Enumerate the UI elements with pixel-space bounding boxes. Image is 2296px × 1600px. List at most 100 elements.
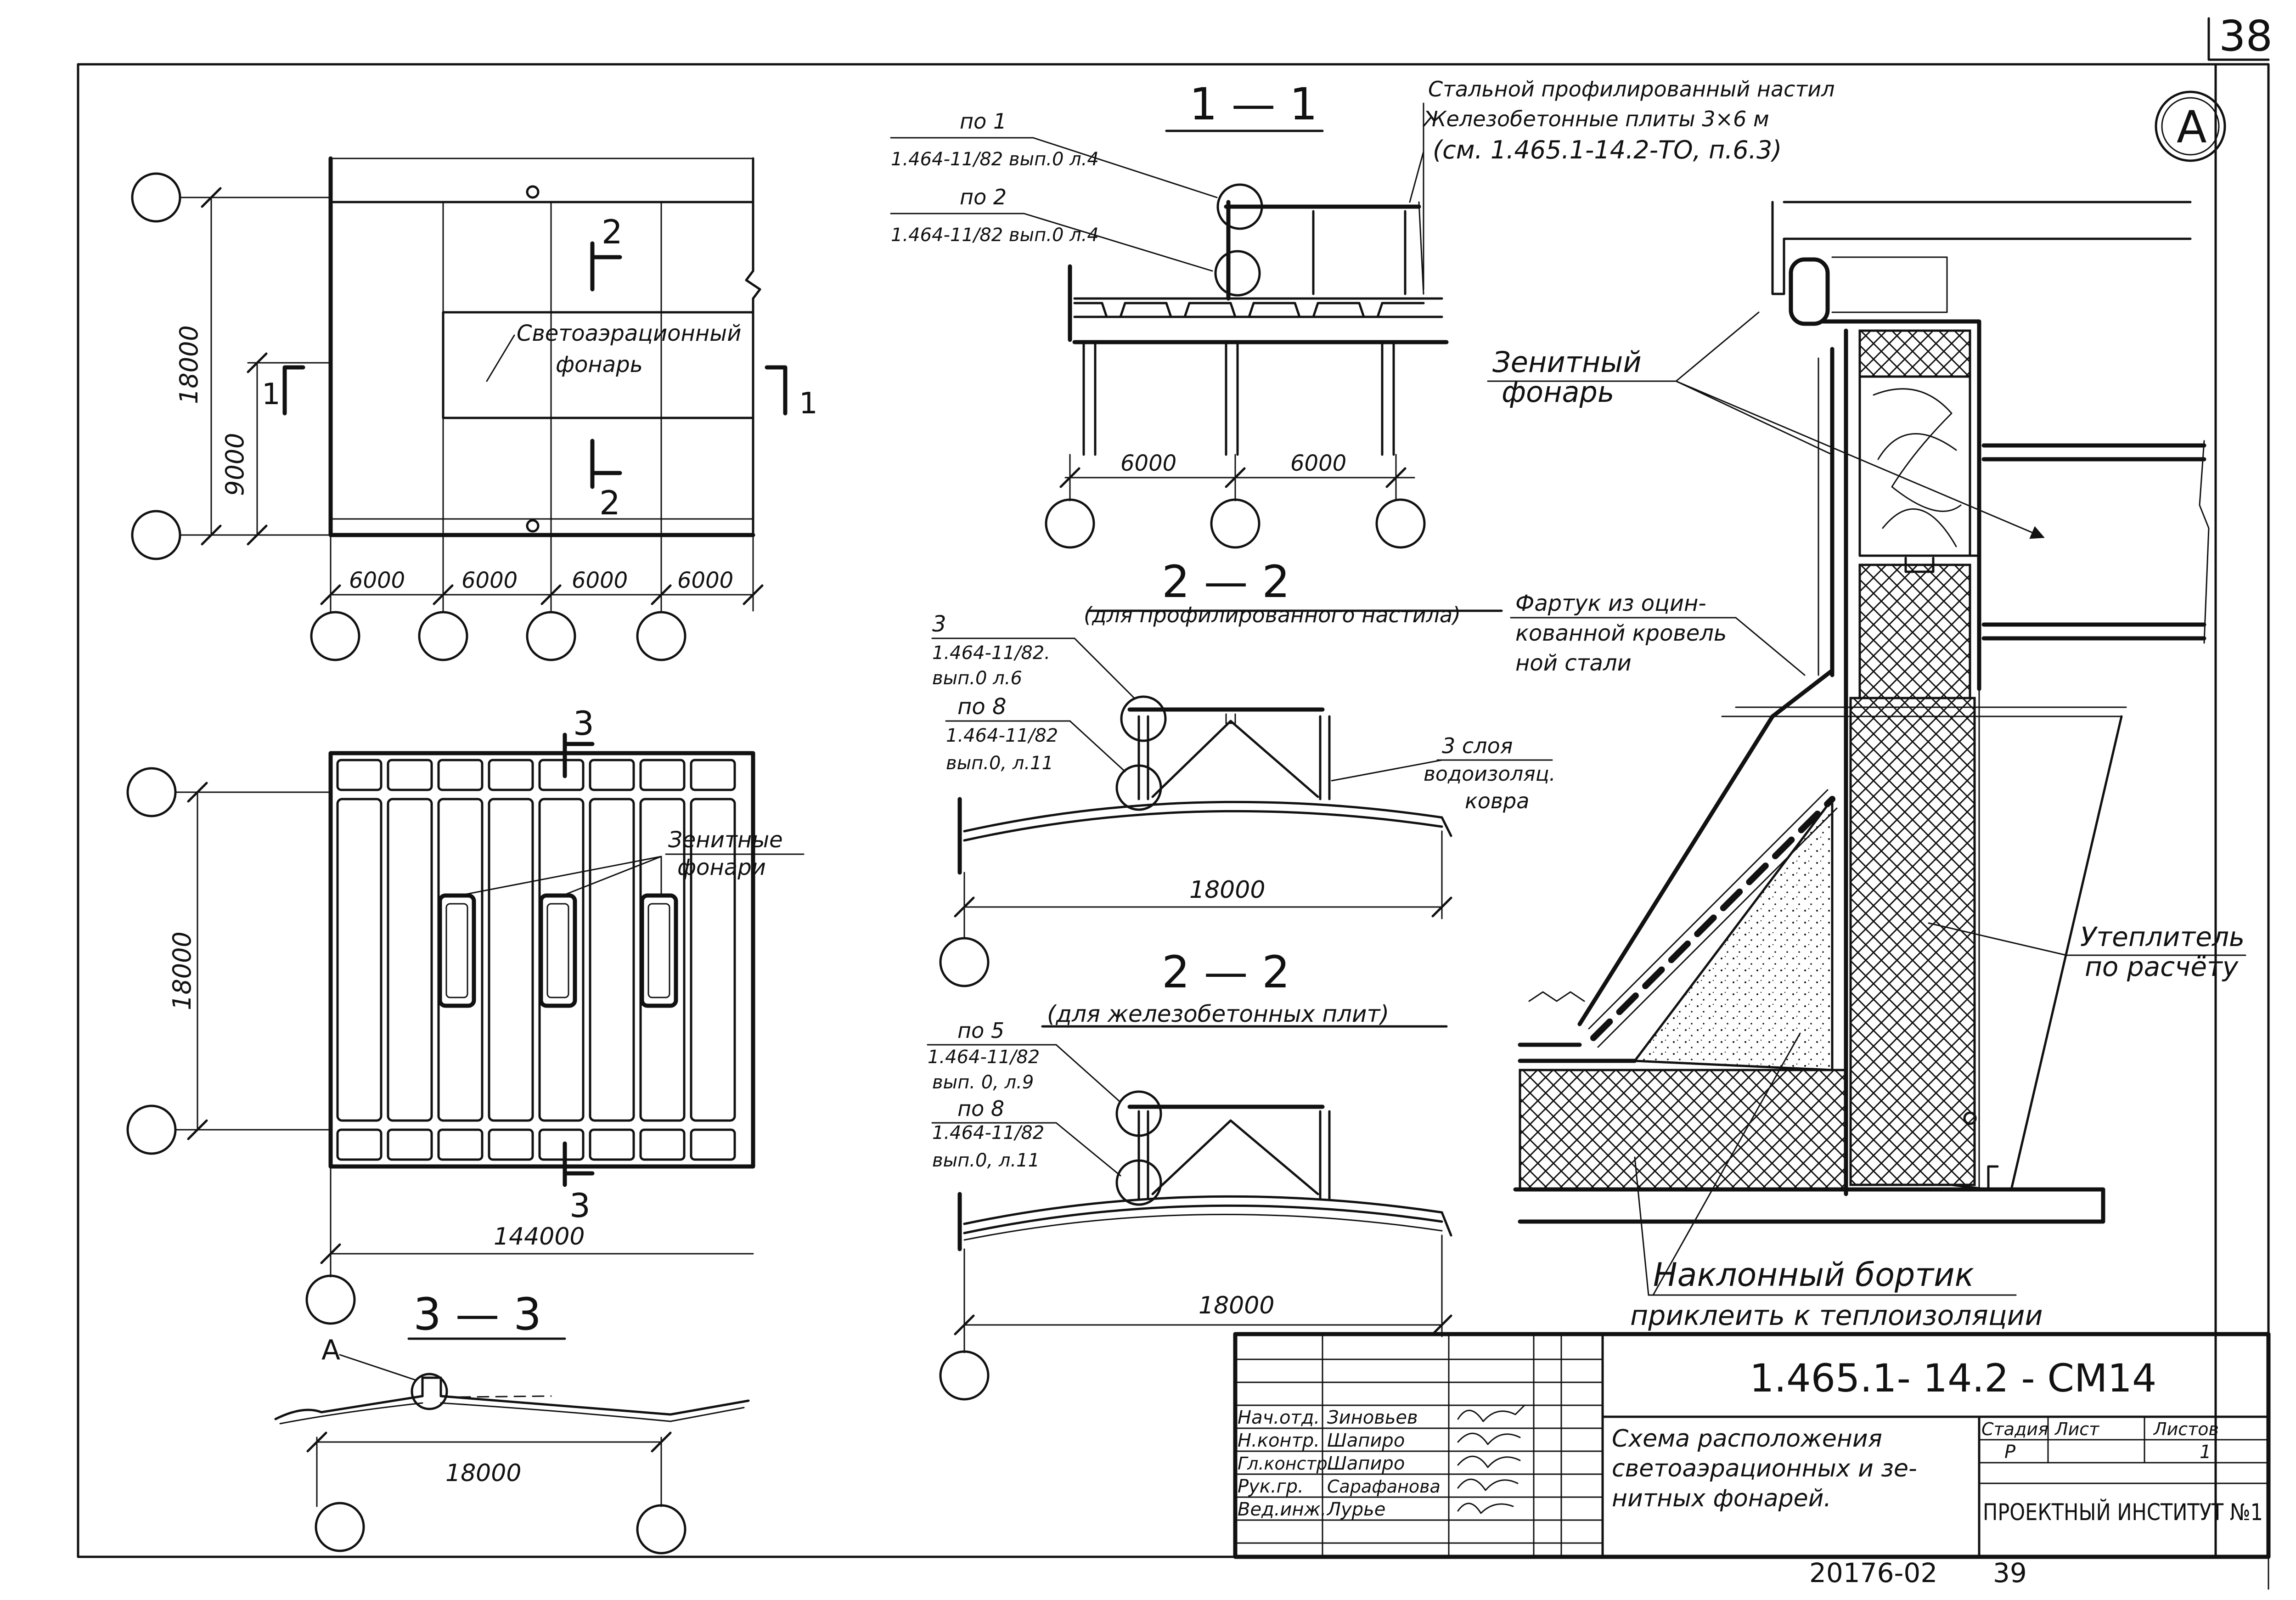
axis-bubble: [310, 611, 360, 661]
section-2-2-slab-span: 18000: [1199, 1292, 1274, 1319]
layers-line1: 3 слоя: [1442, 733, 1513, 758]
section-2-2-deck-span: 18000: [1189, 876, 1265, 904]
ref5-title: по 5: [957, 1018, 1004, 1043]
layers-line2: водоизоляц.: [1424, 762, 1556, 786]
sheets-header: Листов: [2153, 1419, 2219, 1439]
section-3-3: 3 — 3 A 18000: [274, 1289, 750, 1555]
sheets-value: 1: [2200, 1442, 2211, 1463]
zenith-skylight-3: [640, 893, 678, 1008]
name-4: Сарафанова: [1327, 1476, 1441, 1497]
plan-bottom: 18000 Зенитные фонари 3: [126, 704, 805, 1325]
ref5-line1: 1.464-11/82: [928, 1047, 1040, 1068]
section-1-right: 1: [799, 387, 818, 421]
section-2-top: 2: [602, 213, 623, 251]
ref8b-title: по 8: [957, 1096, 1004, 1121]
apron-line3: ной стали: [1515, 650, 1632, 676]
zenith-skylight-2: [539, 893, 577, 1008]
name-2: Шапиро: [1327, 1430, 1405, 1451]
dim-total: 144000: [494, 1223, 585, 1251]
ref3-title: 3: [932, 611, 946, 637]
drawing-code: 1.465.1- 14.2 - СМ14: [1750, 1356, 2156, 1401]
ref1-text: 1.464-11/82 вып.0 л.4: [891, 149, 1099, 170]
axis-bubble: [636, 1504, 687, 1555]
ref1-title: по 1: [960, 109, 1007, 134]
dim-vertical-total: 18000: [174, 325, 203, 404]
axis-bubble: [1045, 498, 1095, 549]
role-2: Н.контр.: [1238, 1430, 1320, 1451]
ref3-line1: 1.464-11/82.: [932, 642, 1050, 664]
axis-bubble: [939, 1350, 990, 1401]
name-3: Шапиро: [1327, 1453, 1405, 1474]
section-1-1-span-1: 6000: [1120, 451, 1176, 476]
section-2-2-slab-title: 2 — 2: [1162, 946, 1290, 998]
title-block: 1.465.1- 14.2 - СМ14 Нач.отд. Н.контр. Г…: [1233, 1332, 2271, 1559]
section-3-top: 3: [573, 704, 594, 743]
ref5-line2: вып. 0, л.9: [932, 1072, 1034, 1093]
name-1: Зиновьев: [1327, 1407, 1418, 1428]
span-1: 6000: [349, 568, 405, 593]
skylight-label-line1: Светоаэрационный: [517, 321, 741, 346]
role-4: Рук.гр.: [1238, 1476, 1304, 1497]
section-2-2-deck-subtitle: (для профилированного настила): [1084, 603, 1461, 627]
ref3-line2: вып.0 л.6: [932, 668, 1022, 689]
dim-vertical: 18000: [168, 931, 197, 1010]
zenith-label-line1: Зенитные: [668, 827, 783, 853]
detail-a: A Зени: [1487, 90, 2246, 1332]
section-3-3-title: 3 — 3: [413, 1289, 541, 1340]
skylight-label-line2: фонарь: [556, 352, 643, 377]
ref2-title: по 2: [960, 185, 1007, 209]
aeration-skylight-plan: [442, 311, 754, 419]
note-line3: (см. 1.465.1-14.2-ТО, п.6.3): [1433, 135, 1782, 164]
section-1-1-span-2: 6000: [1290, 451, 1346, 476]
section-2-bottom: 2: [599, 484, 620, 522]
axis-bubble: [418, 611, 468, 661]
ref8b-line2: вып.0, л.11: [932, 1150, 1040, 1171]
ref8-line2: вып.0, л.11: [946, 753, 1053, 774]
section-3-3-marker: A: [321, 1334, 340, 1366]
section-1-1: 1 — 1 по 1 1.464-11/82 вып.0 л.4 по 2 1.…: [890, 77, 1835, 549]
detail-marker-circle: [2155, 90, 2226, 162]
stage-header: Стадия: [1981, 1419, 2048, 1439]
zenith-skylight-1: [438, 893, 476, 1008]
axis-bubble: [131, 172, 181, 223]
name-5: Лурье: [1326, 1499, 1385, 1520]
axis-bubble: [305, 1274, 356, 1325]
span-3: 6000: [572, 568, 628, 593]
axis-bubble: [126, 767, 177, 817]
curb-line2: приклеить к теплоизоляции: [1630, 1300, 2043, 1332]
note-line2: Железобетонные плиты 3×6 м: [1422, 107, 1769, 131]
curb-line1: Наклонный бортик: [1653, 1256, 1974, 1294]
axis-bubble: [1375, 498, 1426, 549]
axis-bubble: [526, 611, 576, 661]
section-3-3-span: 18000: [445, 1459, 521, 1487]
apron-line1: Фартук из оцин-: [1515, 591, 1706, 616]
sheet-number: 38: [2219, 11, 2273, 61]
axis-bubble: [315, 1502, 365, 1552]
stage-value: Р: [2004, 1442, 2016, 1463]
section-2-2-deck-title: 2 — 2: [1162, 556, 1290, 608]
section-1-1-title: 1 — 1: [1189, 79, 1317, 130]
page-number: 39: [1993, 1557, 2027, 1589]
section-2-2-slab-subtitle: (для железобетонных плит): [1047, 1001, 1389, 1027]
zenith-label-line2: фонари: [677, 855, 766, 880]
section-3-bottom: 3: [569, 1186, 591, 1225]
zenith-line1: Зенитный: [1492, 345, 1642, 379]
axis-bubble: [636, 611, 687, 661]
apron-line2: кованной кровель: [1515, 620, 1727, 646]
axis-bubble: [131, 510, 181, 560]
span-2: 6000: [461, 568, 518, 593]
axis-bubble: [1210, 498, 1261, 549]
section-2-2-slab: 2 — 2 (для железобетонных плит) по 5 1.4…: [927, 946, 1452, 1401]
section-1-left: 1: [262, 377, 281, 411]
description-line2: светоаэрационных и зе-: [1612, 1455, 1917, 1482]
sheet-header: Лист: [2054, 1419, 2100, 1439]
signature-marks: [1457, 1404, 1525, 1514]
detail-marker: A: [2177, 101, 2207, 153]
zenith-line2: фонарь: [1502, 375, 1614, 409]
dim-vertical-half: 9000: [220, 433, 249, 496]
note-line1: Стальной профилированный настил: [1428, 77, 1835, 101]
section-2-2-deck: 2 — 2 (для профилированного настила) 3 1…: [931, 556, 1556, 987]
role-1: Нач.отд.: [1238, 1407, 1320, 1428]
insul-line1: Утеплитель: [2080, 921, 2245, 952]
